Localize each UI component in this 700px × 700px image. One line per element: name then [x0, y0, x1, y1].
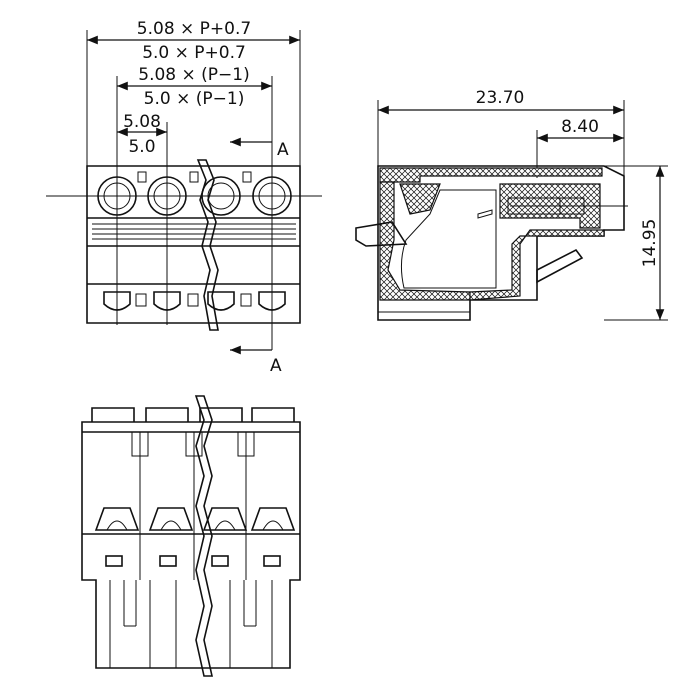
- dim-inner-depth-text: 8.40: [561, 117, 599, 137]
- dim-overall-50-text: 5.0 × P+0.7: [142, 43, 246, 63]
- top-view-legs: [109, 580, 273, 668]
- front-view: [46, 159, 322, 331]
- dim-overall-508-text: 5.08 × P+0.7: [137, 19, 251, 39]
- top-view: [81, 395, 301, 677]
- dim-pitch-508-text: 5.08: [123, 112, 161, 132]
- front-ribs: [92, 223, 296, 240]
- top-break-line: [194, 395, 213, 677]
- side-dimensions: 23.70 8.40 14.95: [377, 88, 668, 321]
- dim-pitch-50-text: 5.0: [128, 137, 155, 157]
- top-screw-heads: [94, 507, 296, 531]
- dim-height-text: 14.95: [640, 219, 660, 268]
- dim-span-50-text: 5.0 × (P−1): [144, 89, 245, 109]
- section-label-top: A: [277, 140, 289, 160]
- dim-span-508-text: 5.08 × (P−1): [138, 65, 249, 85]
- section-label-bottom: A: [270, 356, 282, 376]
- wire-openings: [103, 291, 286, 311]
- release-lever: [355, 221, 408, 247]
- front-break-line: [196, 159, 219, 331]
- dim-depth-text: 23.70: [476, 88, 525, 108]
- side-section-view: [355, 165, 628, 321]
- front-view-dimensions: 5.08 × P+0.7 5.0 × P+0.7 5.08 × (P−1) 5.…: [86, 19, 301, 376]
- latch: [536, 248, 584, 284]
